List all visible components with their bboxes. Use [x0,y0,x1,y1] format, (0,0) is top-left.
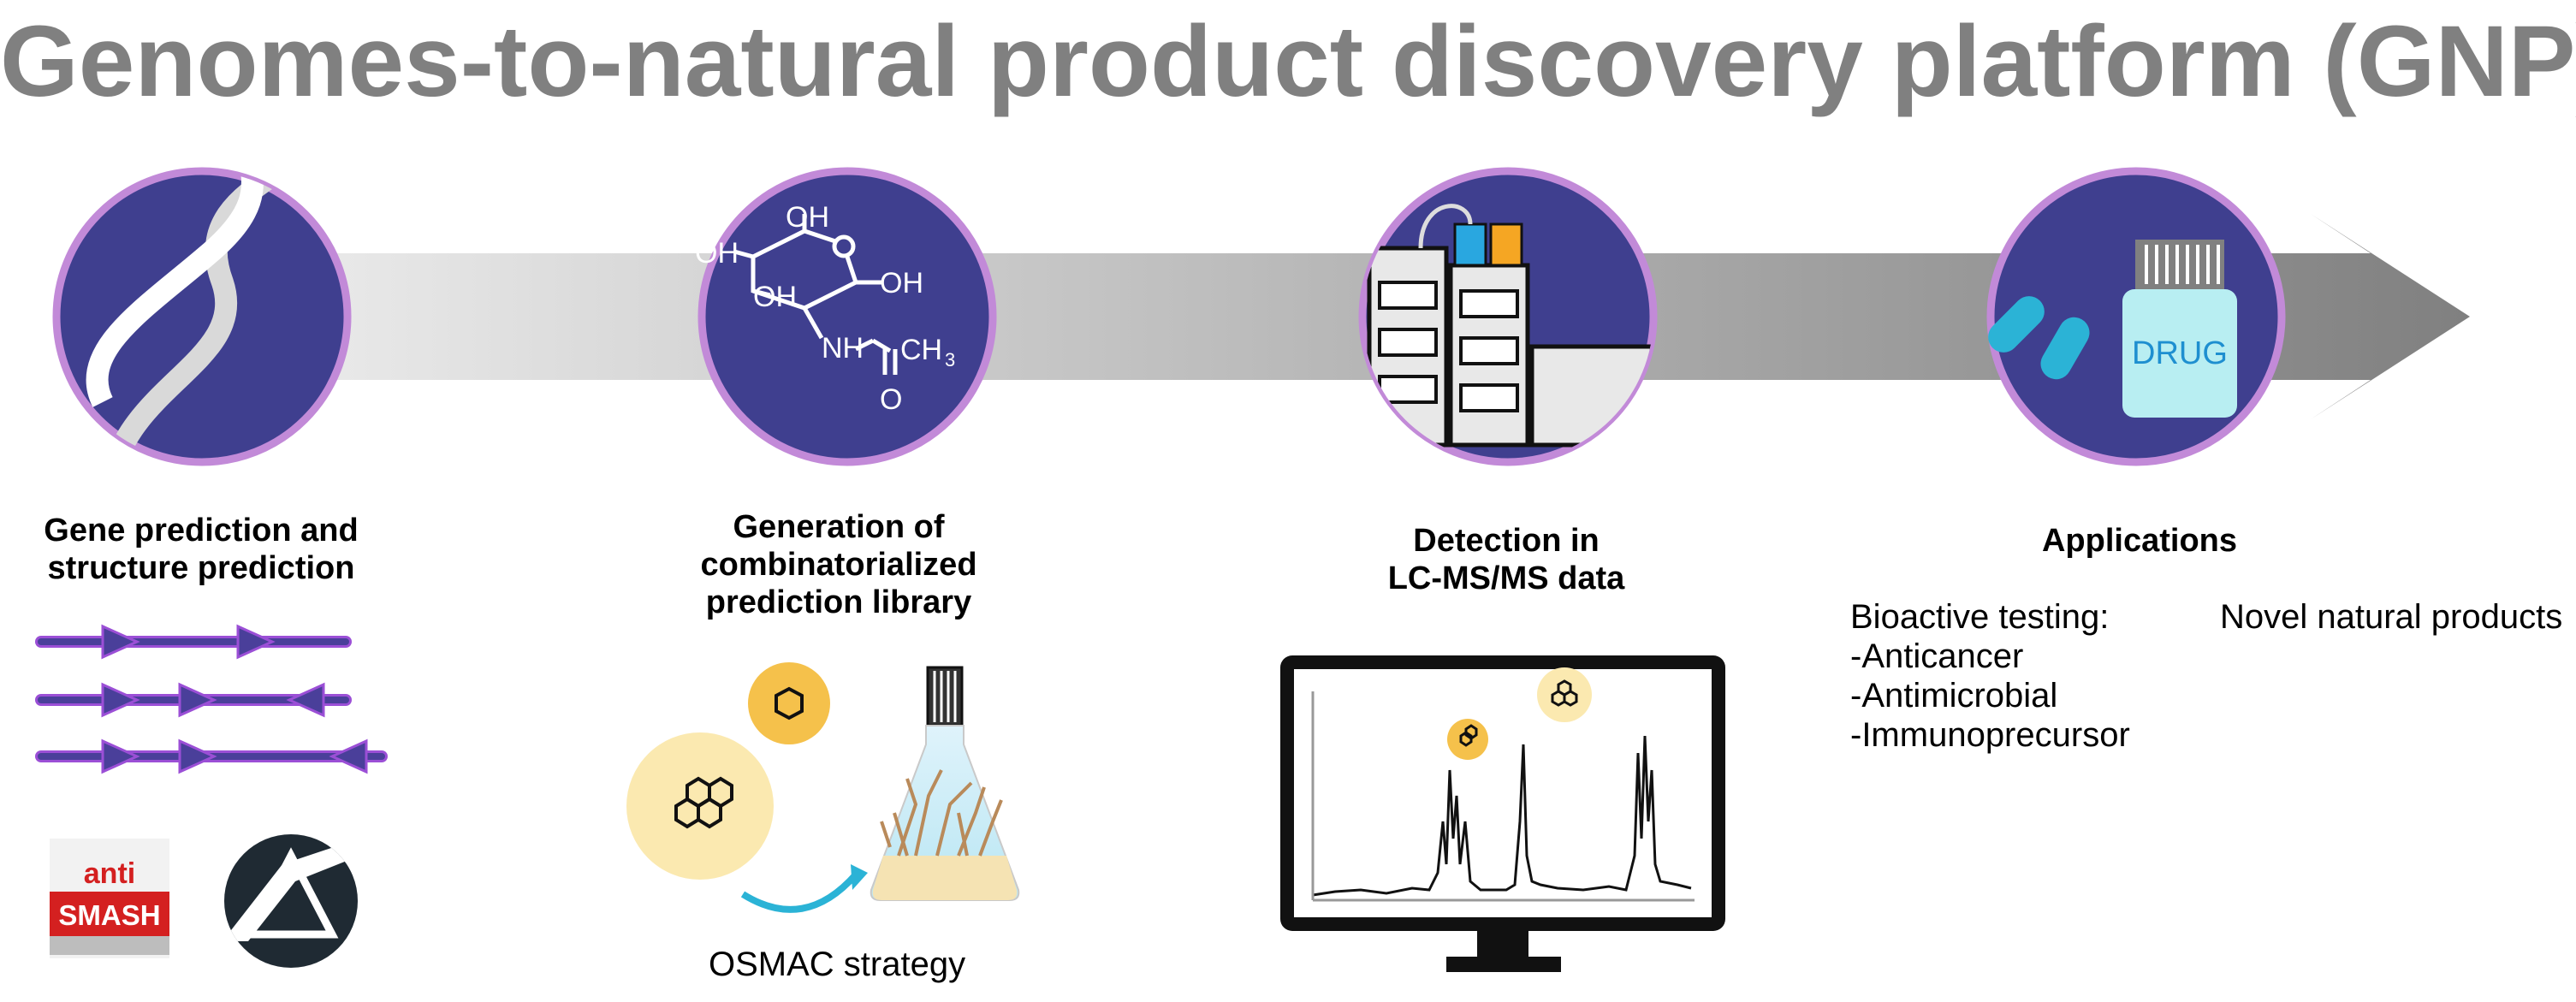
antismash-logo-top-text: anti [84,857,135,890]
lcms-instrument-icon [1367,204,1653,448]
hydroxyl-label-bottom: OH [753,281,797,313]
step-2-title: Generation of combinatorialized predicti… [633,508,1044,621]
osmac-strategy-label: OSMAC strategy [709,946,966,983]
antismash-logo: anti SMASH [50,839,169,958]
step-4-title-line-1: Applications [2041,523,2238,559]
molecule-circle: OH OH OH OH NH CH 3 O [695,167,997,466]
flask-icon [870,666,1020,901]
gene-cluster-icon [35,624,388,774]
step-3-title: Detection in LC-MS/MS data [1284,522,1729,597]
chromatogram-trace [1312,735,1692,897]
drug-bottle-icon: DRUG [2122,240,2237,418]
bioactive-testing-header: Bioactive testing: [1850,598,2110,636]
capsule-icon [1988,296,2090,380]
hexagon-molecule-icon-large [674,776,733,829]
ch3-subscript: 3 [945,349,955,371]
hydroxyl-label-left: OH [695,237,739,270]
drug-circle: DRUG [1986,167,2286,466]
page-title: Genomes-to-natural product discovery pla… [0,5,2576,118]
bioactive-item-antimicrobial: -Antimicrobial [1850,677,2058,714]
step-1-title-line-1: Gene prediction and [44,513,359,548]
osmac-illustration [626,662,1020,913]
nh-label: NH [822,332,864,365]
step-1-title: Gene prediction and structure prediction [0,512,402,587]
step-3-title-line-2: LC-MS/MS data [1387,560,1625,596]
drug-label: DRUG [2132,335,2228,371]
step-4-title: Applications [1968,522,2311,560]
dna-helix-icon [86,171,298,462]
step-3-title-line-1: Detection in [1413,523,1600,559]
step-1-title-line-2: structure prediction [47,550,355,586]
antismash-logo-bottom-text: SMASH [58,899,160,931]
step-2-title-line-2: combinatorialized [700,547,977,583]
hexagon-molecule-icon-small [775,686,804,720]
curved-arrow [740,872,858,913]
chromatogram-monitor-icon [1280,655,1725,972]
carbonyl-o-label: O [880,383,902,416]
bioactive-item-anticancer: -Anticancer [1850,637,2024,675]
prism-logo [224,834,358,968]
novel-natural-products: Novel natural products [2220,598,2563,636]
step-2-title-line-3: prediction library [705,584,972,620]
hydroxyl-label-top: OH [786,201,829,234]
bioactive-testing-list: Bioactive testing: -Anticancer -Antimicr… [1850,597,2130,755]
lcms-circle [1358,167,1658,466]
hydroxyl-label-right: OH [880,267,923,299]
dna-circle [52,167,352,466]
step-2-title-line-1: Generation of [733,509,945,545]
ring-oxygen-icon [832,234,856,258]
bioactive-item-immunoprecursor: -Immunoprecursor [1850,716,2130,754]
glcnac-structure-icon [733,214,898,375]
ch-label: CH [900,334,942,366]
